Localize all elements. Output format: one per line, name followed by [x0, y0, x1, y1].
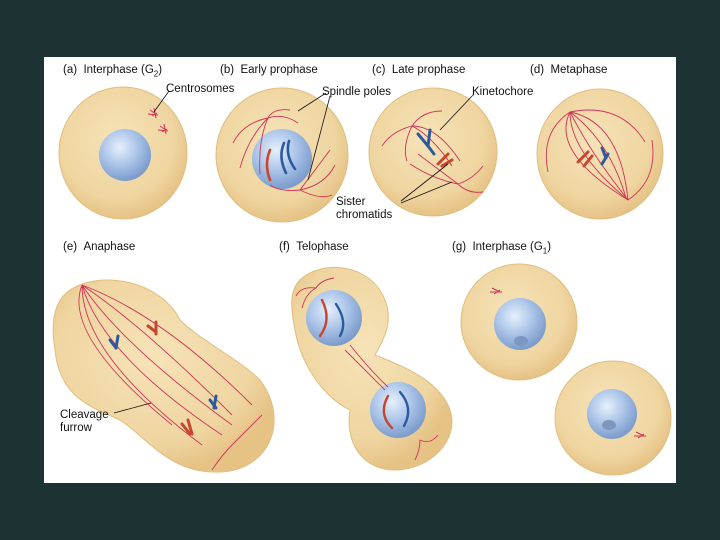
label-stage-a: (a) Interphase (G2)	[63, 64, 162, 80]
annotation-cleavage-furrow-1: Cleavage	[60, 409, 109, 422]
cell-g-interphase-g1	[461, 264, 671, 475]
nucleus	[99, 129, 151, 181]
cell-f-telophase	[292, 267, 452, 470]
annotation-kinetochore: Kinetochore	[472, 86, 533, 99]
label-stage-e: (e) Anaphase	[63, 241, 135, 254]
nucleus	[587, 389, 637, 439]
cell-a-interphase-g2	[59, 87, 187, 219]
annotation-sister-chromatids-1: Sister	[336, 196, 365, 209]
annotation-cleavage-furrow-2: furrow	[60, 422, 92, 435]
nucleolus	[514, 336, 528, 346]
label-stage-b: (b) Early prophase	[220, 64, 318, 77]
cell-d-metaphase	[537, 89, 663, 219]
label-stage-d: (d) Metaphase	[530, 64, 607, 77]
annotation-spindle-poles: Spindle poles	[322, 86, 391, 99]
label-stage-f: (f) Telophase	[279, 241, 349, 254]
label-stage-c: (c) Late prophase	[372, 64, 465, 77]
nucleus	[306, 290, 362, 346]
annotation-sister-chromatids-2: chromatids	[336, 209, 392, 222]
nucleolus	[602, 420, 616, 430]
annotation-centrosomes: Centrosomes	[166, 83, 234, 96]
nucleus	[370, 382, 426, 438]
cell-c-late-prophase	[369, 88, 497, 216]
cell-b-early-prophase	[216, 88, 348, 222]
label-stage-g: (g) Interphase (G1)	[452, 241, 551, 257]
cell-e-anaphase	[53, 280, 274, 472]
